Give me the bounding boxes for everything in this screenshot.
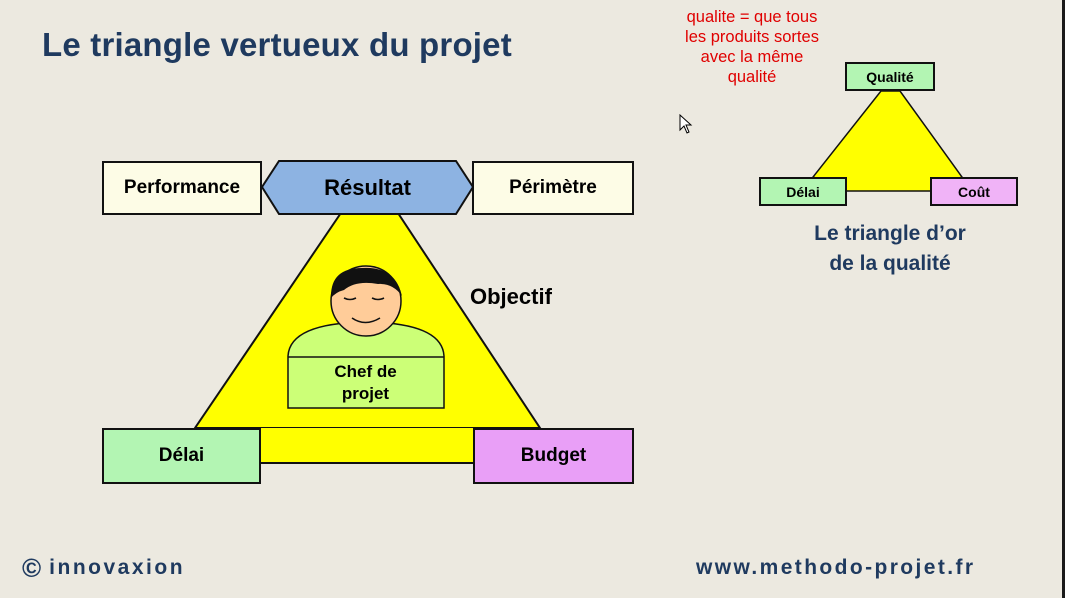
footer-copyright: © innovaxion	[22, 553, 185, 583]
quality-triangle	[811, 90, 964, 192]
chef-label-line: projet	[341, 384, 390, 403]
person-face-icon	[330, 265, 402, 337]
note-line: qualite = que tous	[686, 8, 818, 26]
delai-box: Délai	[102, 428, 261, 484]
note-line: qualité	[727, 68, 777, 86]
budget-box: Budget	[473, 428, 634, 484]
quality-caption: Le triangle d’or de la qualité	[780, 219, 1000, 279]
mouse-cursor-icon	[679, 114, 693, 134]
page-title: Le triangle vertueux du projet	[42, 26, 512, 63]
resultat-label: Résultat	[324, 174, 411, 200]
window-edge	[1062, 0, 1065, 598]
quality-delai-box: Délai	[759, 177, 847, 206]
perimetre-box: Périmètre	[472, 161, 634, 215]
note-line: les produits sortes	[685, 28, 819, 46]
cout-box: Coût	[930, 177, 1018, 206]
objectif-label: Objectif	[470, 284, 552, 309]
footer-brand: innovaxion	[49, 556, 186, 579]
quality-note: qualite = que tous les produits sortes a…	[662, 7, 842, 87]
quality-caption-line: Le triangle d’or	[814, 222, 966, 245]
note-line: avec la même	[700, 48, 804, 66]
quality-caption-line: de la qualité	[829, 252, 951, 275]
chef-de-projet-label: Chef de projet	[288, 358, 443, 408]
performance-box: Performance	[102, 161, 262, 215]
copyright-icon: ©	[22, 553, 42, 583]
resultat-hexagon	[260, 160, 475, 215]
chef-label-line: Chef de	[334, 362, 397, 381]
qualite-box: Qualité	[845, 62, 935, 91]
footer-url[interactable]: www.methodo-projet.fr	[696, 556, 976, 579]
triangle-base-fill	[205, 428, 530, 462]
